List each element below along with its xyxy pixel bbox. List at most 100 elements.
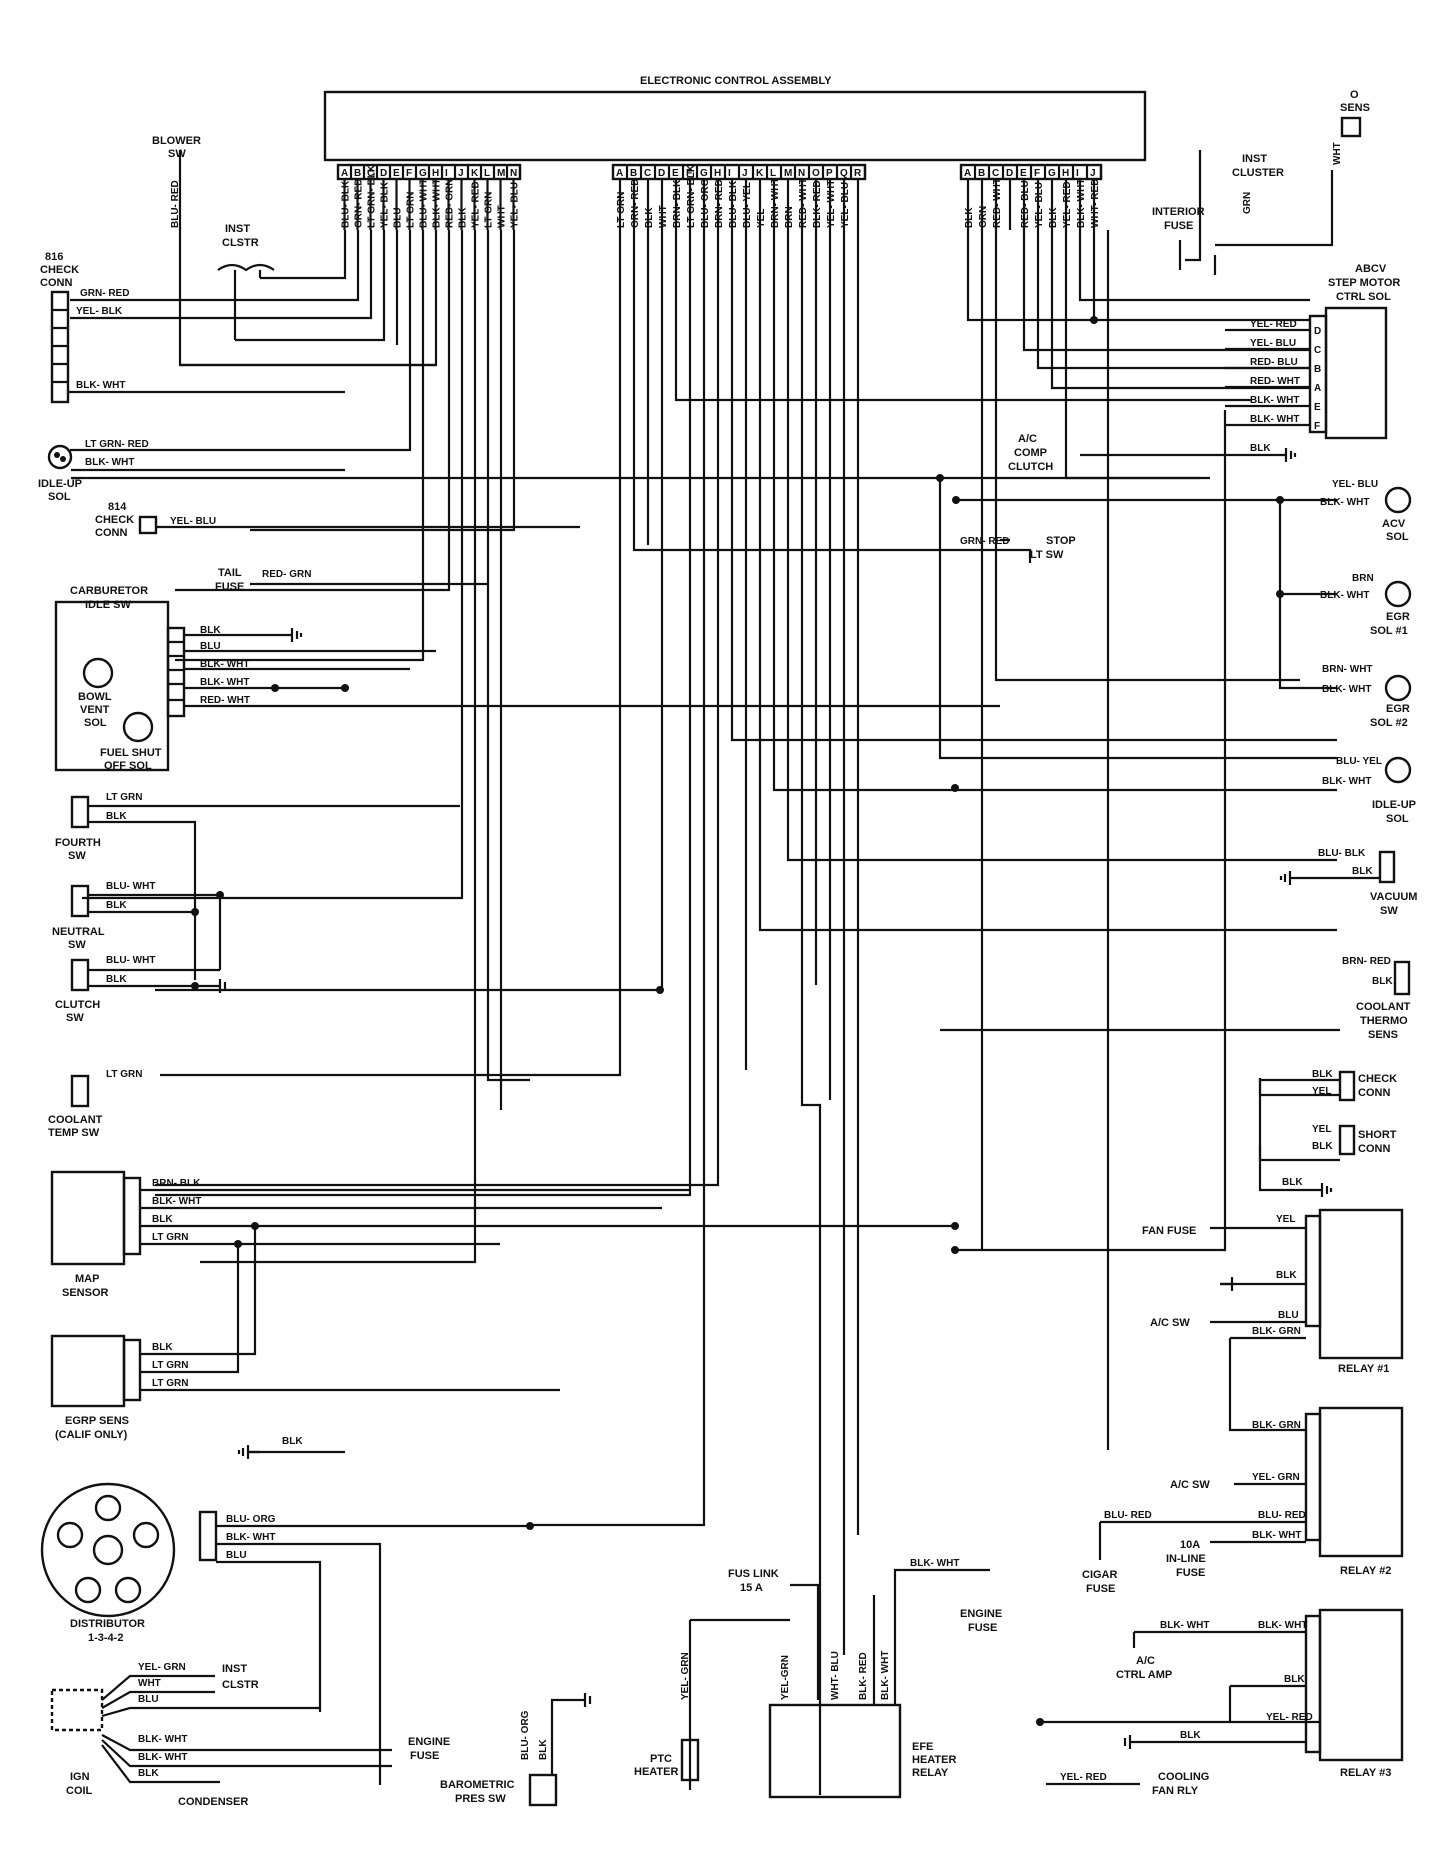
ecu-pin-label: C: [992, 168, 999, 179]
map-sensor: BRN- BLK BLK- WHT BLK LT GRN MAP SENSOR: [50, 1170, 955, 1299]
svg-text:FUSE: FUSE: [968, 1622, 997, 1634]
abcv-wire-label: BLK- WHT: [1250, 395, 1299, 406]
interior-fuse: INTERIOR FUSE: [1152, 206, 1205, 232]
svg-text:IGN: IGN: [70, 1771, 90, 1783]
idle-up-sol-left: LT GRN- RED BLK- WHT IDLE-UP SOL: [38, 439, 1200, 503]
svg-text:COOLANT: COOLANT: [48, 1114, 103, 1126]
ecu-pin-label: H: [714, 168, 721, 179]
svg-text:EGR: EGR: [1386, 611, 1410, 623]
ptc-heater: YEL- GRN PTC HEATER: [634, 1618, 790, 1790]
ecu-wire-label: GRN: [978, 206, 989, 228]
svg-text:NEUTRAL: NEUTRAL: [52, 926, 105, 938]
check-conn-816: 816 CHECK CONN GRN- RED YEL- BLK BLK- WH…: [40, 251, 345, 404]
ecu-pin-label: B: [630, 168, 637, 179]
svg-text:CLUTCH: CLUTCH: [55, 999, 100, 1011]
svg-text:FUSE: FUSE: [410, 1750, 439, 1762]
svg-text:CLSTR: CLSTR: [222, 237, 259, 249]
abcv-wire-label: BLK- WHT: [1250, 414, 1299, 425]
ecu-wire-label: RED- GRN: [445, 179, 456, 228]
ground-blk: BLK: [248, 1436, 345, 1454]
check-conn-814: 814 CHECK CONN YEL- BLU: [95, 501, 580, 539]
ecu-pin-label: G: [419, 168, 427, 179]
svg-text:GRN- RED: GRN- RED: [960, 536, 1009, 547]
svg-text:ACV: ACV: [1382, 518, 1406, 530]
svg-text:SHORT: SHORT: [1358, 1129, 1397, 1141]
svg-text:MAP: MAP: [75, 1273, 99, 1285]
junction-dots: [191, 316, 1284, 1726]
svg-text:BRN: BRN: [1352, 573, 1374, 584]
svg-text:DISTRIBUTOR: DISTRIBUTOR: [70, 1618, 145, 1630]
ecu-pin-label: A: [964, 168, 971, 179]
svg-text:THERMO: THERMO: [1360, 1015, 1408, 1027]
svg-text:BLK: BLK: [282, 1436, 303, 1447]
svg-text:BLK: BLK: [1282, 1177, 1303, 1188]
svg-text:CONN: CONN: [1358, 1087, 1390, 1099]
svg-text:BLU: BLU: [138, 1694, 159, 1705]
svg-text:PTC: PTC: [650, 1753, 672, 1765]
svg-text:WHT: WHT: [1332, 142, 1343, 165]
svg-text:SOL: SOL: [48, 491, 71, 503]
svg-text:BLK- WHT: BLK- WHT: [1322, 776, 1371, 787]
svg-text:YEL- GRN: YEL- GRN: [1252, 1472, 1300, 1483]
ecu-pin-label: L: [484, 168, 490, 179]
svg-text:814: 814: [108, 501, 127, 513]
svg-text:BLK: BLK: [138, 1768, 159, 1779]
ecu-wire-label: YEL- BLU: [840, 182, 851, 228]
svg-text:1-3-4-2: 1-3-4-2: [88, 1632, 123, 1644]
svg-text:INTERIOR: INTERIOR: [1152, 206, 1205, 218]
svg-text:RELAY #1: RELAY #1: [1338, 1363, 1389, 1375]
svg-text:CTRL SOL: CTRL SOL: [1336, 291, 1391, 303]
ecu-pin-label: A: [341, 168, 348, 179]
ecu-title: ELECTRONIC CONTROL ASSEMBLY: [640, 75, 832, 87]
barometric-pres-sw: BLU- ORG BLK BAROMETRIC PRES SW: [440, 1698, 575, 1807]
ecu-wire-label: LT GRN: [406, 192, 417, 228]
svg-text:WHT- BLU: WHT- BLU: [830, 1651, 841, 1700]
svg-text:IDLE-UP: IDLE-UP: [1372, 799, 1416, 811]
ecu-pin-label: H: [1062, 168, 1069, 179]
ecu-pin-label: C: [644, 168, 651, 179]
svg-text:IN-LINE: IN-LINE: [1166, 1553, 1206, 1565]
svg-text:TAIL: TAIL: [218, 567, 242, 579]
svg-text:YEL- RED: YEL- RED: [1266, 1712, 1313, 1723]
svg-text:A/C SW: A/C SW: [1150, 1317, 1190, 1329]
svg-text:BLU- ORG: BLU- ORG: [520, 1710, 531, 1760]
abcv-pin-label: D: [1314, 326, 1321, 337]
ecu-wire-label: LT GRN: [484, 192, 495, 228]
svg-text:SW: SW: [68, 939, 86, 951]
svg-text:CHECK: CHECK: [1358, 1073, 1397, 1085]
svg-text:BLU- RED: BLU- RED: [1104, 1510, 1152, 1521]
svg-text:BLK: BLK: [538, 1739, 549, 1760]
svg-text:BLK: BLK: [1312, 1141, 1333, 1152]
ign-coil: YEL- GRN WHT BLU BLK- WHT BLK- WHT BLK I…: [50, 1662, 450, 1808]
svg-text:WHT: WHT: [138, 1678, 161, 1689]
idle-up-sol-right: BLU- YEL BLK- WHT IDLE-UP SOL: [1322, 756, 1416, 825]
svg-text:CONN: CONN: [95, 527, 127, 539]
svg-text:BLU- RED: BLU- RED: [170, 180, 181, 228]
svg-text:BLK: BLK: [200, 625, 221, 636]
egr-sol-2: BRN- WHT BLK- WHT EGR SOL #2: [1322, 664, 1412, 729]
svg-text:BRN- BLK: BRN- BLK: [152, 1178, 201, 1189]
ecu-wire-label: YEL- WHT: [826, 180, 837, 228]
ecu-wire-label: LT GRN: [616, 192, 627, 228]
carburetor: CARBURETOR IDLE SW BLK BLU BLK- WHT BLK-…: [54, 585, 1000, 772]
ecu-pin-label: O: [812, 168, 820, 179]
vacuum-sw: BLU- BLK BLK VACUUM SW: [1300, 848, 1417, 917]
ecu-pin-label: M: [497, 168, 505, 179]
ecu-wire-label: BLU- ORG: [700, 178, 711, 228]
ecu-pin-label: N: [798, 168, 805, 179]
svg-text:BLU- WHT: BLU- WHT: [106, 881, 155, 892]
svg-text:YEL: YEL: [1312, 1124, 1331, 1135]
ecu-pin-label: K: [756, 168, 764, 179]
ecu-pin-label: J: [458, 168, 464, 179]
ecu-wire-label: RED- WHT: [992, 178, 1003, 228]
ecu-pin-label: P: [826, 168, 833, 179]
svg-text:RELAY #2: RELAY #2: [1340, 1565, 1391, 1577]
ecu-pin-label: A: [616, 168, 623, 179]
svg-text:LT GRN: LT GRN: [106, 792, 142, 803]
svg-text:RED- WHT: RED- WHT: [200, 695, 250, 706]
svg-text:BLK- RED: BLK- RED: [858, 1652, 869, 1700]
svg-text:BLU: BLU: [226, 1550, 247, 1561]
